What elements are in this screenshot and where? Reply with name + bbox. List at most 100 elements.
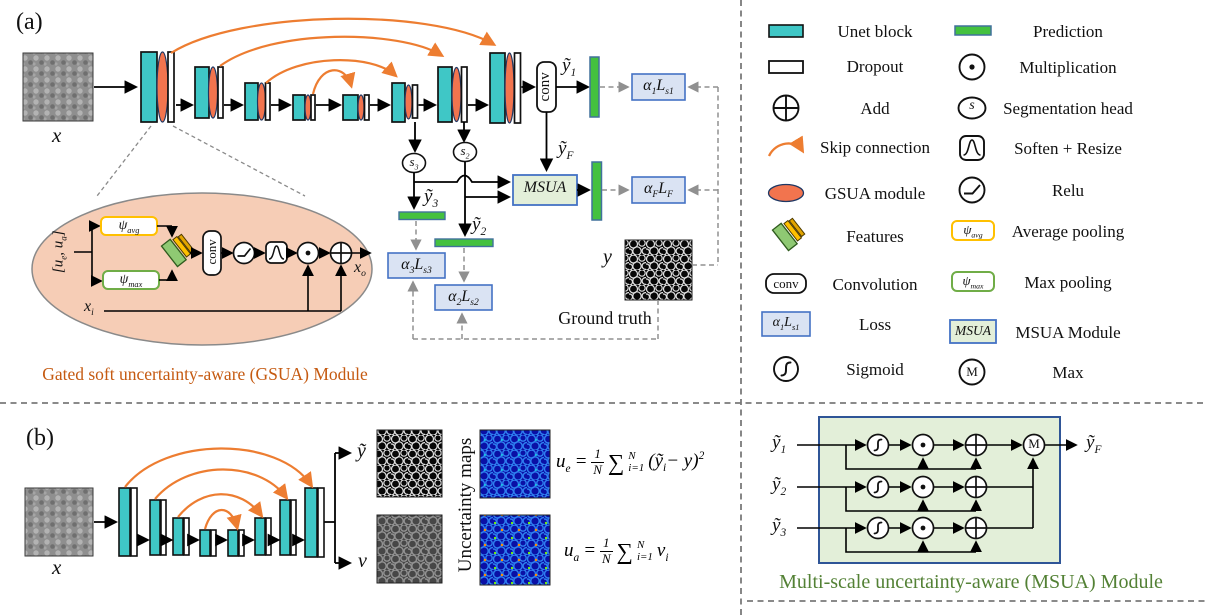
label-msua-a: MSUA [523, 179, 567, 196]
msua-module-icon [949, 319, 997, 344]
legend-label-features: Features [846, 227, 904, 246]
max-icon [958, 358, 986, 386]
gt-y-label: y [603, 246, 612, 268]
legend-label-convolution: Convolution [832, 275, 918, 294]
loss3-label: α3Ls3 [401, 256, 432, 277]
psi-max-label: ψmax [119, 272, 143, 289]
msua-block-a [512, 174, 578, 206]
legend-psi-avg-text: ψavg [963, 222, 983, 240]
loss1-label: α1Ls1 [643, 77, 674, 98]
segmentation-head-icon [957, 96, 987, 120]
loss-icon [761, 311, 811, 337]
label-s3: s3 [409, 154, 419, 172]
loss-boxes [387, 73, 686, 311]
gsua-module-icon [767, 183, 805, 203]
supervision-dashed-links [407, 81, 719, 340]
uncertainty-maps-label: Uncertainty maps [455, 437, 477, 573]
label-y3: ỹ3 [424, 186, 439, 210]
panel-a-unet [22, 17, 719, 346]
msua-panel [797, 416, 1078, 564]
legend-label-relu: Relu [1051, 181, 1085, 200]
convolution-icon [765, 273, 807, 294]
legend-label-skip-connection: Skip connection [819, 138, 930, 157]
msua-nodes [866, 433, 1046, 540]
legend-max-text: M [966, 364, 978, 379]
soften-resize-node [265, 241, 288, 264]
msua-wiring [797, 439, 1078, 553]
legend-label-gsua-module: GSUA module [824, 184, 926, 203]
legend-label-average-pooling: Average pooling [1011, 222, 1125, 241]
add-glyphs [965, 434, 987, 539]
label-y1: ỹ1 [562, 55, 577, 79]
label-y2: ỹ2 [472, 214, 487, 238]
input-label-b: x [52, 555, 62, 579]
input-image-a [22, 52, 94, 122]
label-xo: xo [354, 259, 366, 280]
features-icon [160, 233, 195, 268]
label-v-out: v [358, 550, 367, 572]
msua-box [818, 416, 1061, 564]
gsua-caption: Gated soft uncertainty-aware (GSUA) Modu… [42, 364, 368, 384]
legend-psi-max-text: ψmax [962, 273, 984, 291]
ground-truth-label: Ground truth [558, 308, 652, 328]
prediction-image-b [376, 429, 443, 498]
legend-label-soften-resize: Soften + Resize [1014, 139, 1122, 158]
features-legend-icon [771, 217, 806, 252]
label-yF: ỹF [558, 138, 574, 162]
uncertainty-map-ue [479, 429, 551, 499]
msua-output-yF: ỹF [1086, 432, 1102, 456]
label-s2: s2 [460, 143, 470, 161]
legend-label-max-pooling: Max pooling [1024, 273, 1112, 292]
msua-input-y1: ỹ1 [772, 432, 787, 456]
msua-caption: Multi-scale uncertainty-aware (MSUA) Mod… [779, 571, 1163, 593]
legend-seg-text: s [969, 98, 975, 113]
msua-max-label: M [1028, 436, 1040, 451]
label-y-out: ỹ [357, 440, 366, 462]
gsua-zoom-lines [96, 125, 306, 197]
gsua-detail-ellipse [31, 192, 373, 346]
prediction-bar-yF [591, 161, 603, 221]
legend-label-multiplication: Multiplication [1019, 58, 1117, 77]
max-node [1022, 433, 1046, 457]
psi-avg-label: ψavg [118, 218, 140, 235]
prediction-bar-y2 [434, 238, 494, 248]
gsua-input-label: [ue, ua] [50, 230, 69, 274]
skip-connections-b [124, 447, 314, 531]
skip-connections-a [170, 17, 497, 95]
legend-label-segmentation-head: Segmentation head [1003, 99, 1133, 118]
variance-image-b [376, 514, 443, 584]
panel-b-unet [24, 429, 551, 586]
msua-input-y3: ỹ3 [772, 515, 787, 539]
legend-label-dropout: Dropout [846, 57, 904, 76]
input-label-a: x [52, 123, 62, 147]
legend-conv-text: conv [773, 276, 799, 291]
uncertainty-map-ua [479, 514, 551, 586]
dropout-icon [768, 60, 804, 74]
skip-connection-icon [767, 135, 805, 157]
ground-truth-image [624, 239, 693, 301]
legend-label-max: Max [1052, 363, 1084, 382]
unet-blocks-b [118, 487, 325, 558]
legend-label-msua-module: MSUA Module [1015, 323, 1121, 342]
gsua-conv-label: conv [204, 239, 220, 265]
legend-label-prediction: Prediction [1033, 22, 1103, 41]
legend-label-add: Add [860, 99, 890, 118]
sigmoid-glyphs [873, 438, 883, 535]
legend-msua-text: MSUA [955, 323, 991, 338]
legend-label-sigmoid: Sigmoid [846, 360, 904, 379]
conv-label-a: conv [537, 72, 554, 102]
gsua-ellipses [156, 51, 515, 124]
prediction-bar-y1 [589, 56, 600, 118]
prediction-icon [954, 25, 992, 36]
prediction-bar-y3 [398, 211, 446, 221]
legend-label-unet-block: Unet block [837, 22, 913, 41]
relu-icon [958, 176, 986, 204]
gsua-internals [74, 216, 372, 312]
unet-block-icon [768, 24, 804, 38]
relu-node [232, 241, 256, 265]
loss2-label: α2Ls2 [448, 288, 479, 309]
